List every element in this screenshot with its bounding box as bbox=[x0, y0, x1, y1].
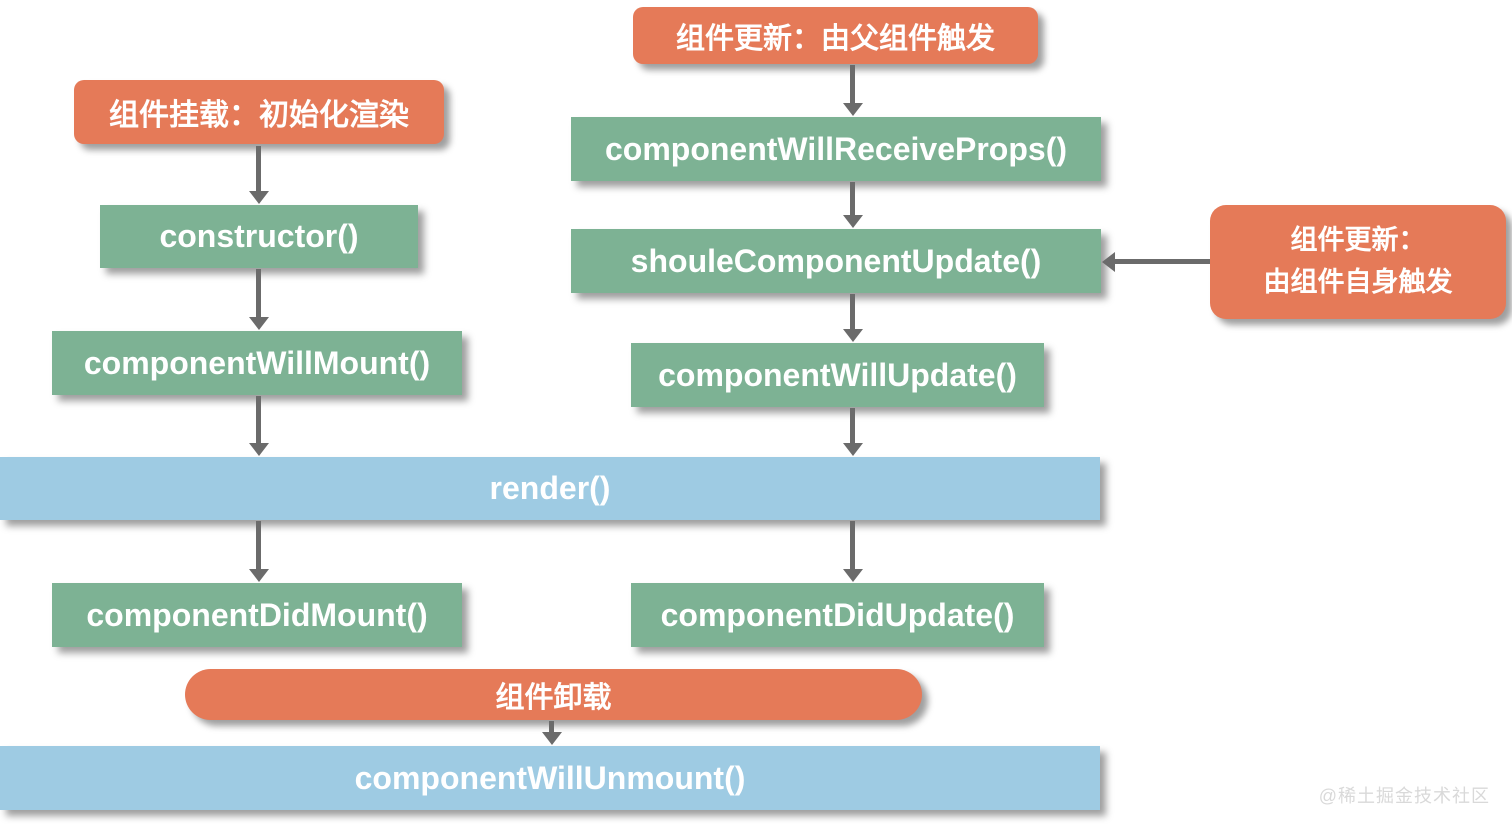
node-componentwillupdate: componentWillUpdate() bbox=[631, 343, 1044, 407]
node-render: render() bbox=[0, 457, 1100, 520]
arrow-render-to-didupdate-icon bbox=[850, 521, 855, 569]
arrow-willupdate-to-render-icon bbox=[850, 408, 855, 443]
arrow-update-to-willreceiveprops-icon bbox=[850, 65, 855, 103]
node-componentdidmount: componentDidMount() bbox=[52, 583, 462, 647]
node-update-self-line2: 由组件自身触发 bbox=[1263, 267, 1453, 297]
node-mount-phase: 组件挂载：初始化渲染 bbox=[74, 80, 444, 144]
node-update-parent-phase: 组件更新：由父组件触发 bbox=[633, 7, 1038, 64]
arrow-willmount-to-render-icon bbox=[256, 396, 261, 443]
arrow-willreceiveprops-to-shouldupdate-icon bbox=[850, 182, 855, 215]
node-constructor: constructor() bbox=[100, 205, 418, 268]
arrow-mount-to-constructor-icon bbox=[256, 146, 261, 191]
node-componentwillunmount: componentWillUnmount() bbox=[0, 746, 1100, 810]
arrow-constructor-to-willmount-icon bbox=[256, 269, 261, 317]
arrow-shouldupdate-to-willupdate-icon bbox=[850, 294, 855, 329]
arrow-unmount-to-willunmount-icon bbox=[549, 721, 554, 732]
node-shouldcomponentupdate: shouleComponentUpdate() bbox=[571, 229, 1101, 293]
arrow-render-to-didmount-icon bbox=[256, 521, 261, 569]
node-unmount-phase: 组件卸载 bbox=[185, 669, 922, 720]
node-componentwillmount: componentWillMount() bbox=[52, 331, 462, 395]
node-update-self-phase: 组件更新： 由组件自身触发 bbox=[1210, 205, 1506, 319]
node-componentdidupdate: componentDidUpdate() bbox=[631, 583, 1044, 647]
watermark: @稀土掘金技术社区 bbox=[1318, 786, 1490, 806]
node-update-self-line1: 组件更新： bbox=[1290, 225, 1426, 256]
node-componentwillreceiveprops: componentWillReceiveProps() bbox=[571, 117, 1101, 181]
arrow-selfupdate-to-shouldupdate-icon bbox=[1115, 259, 1210, 264]
